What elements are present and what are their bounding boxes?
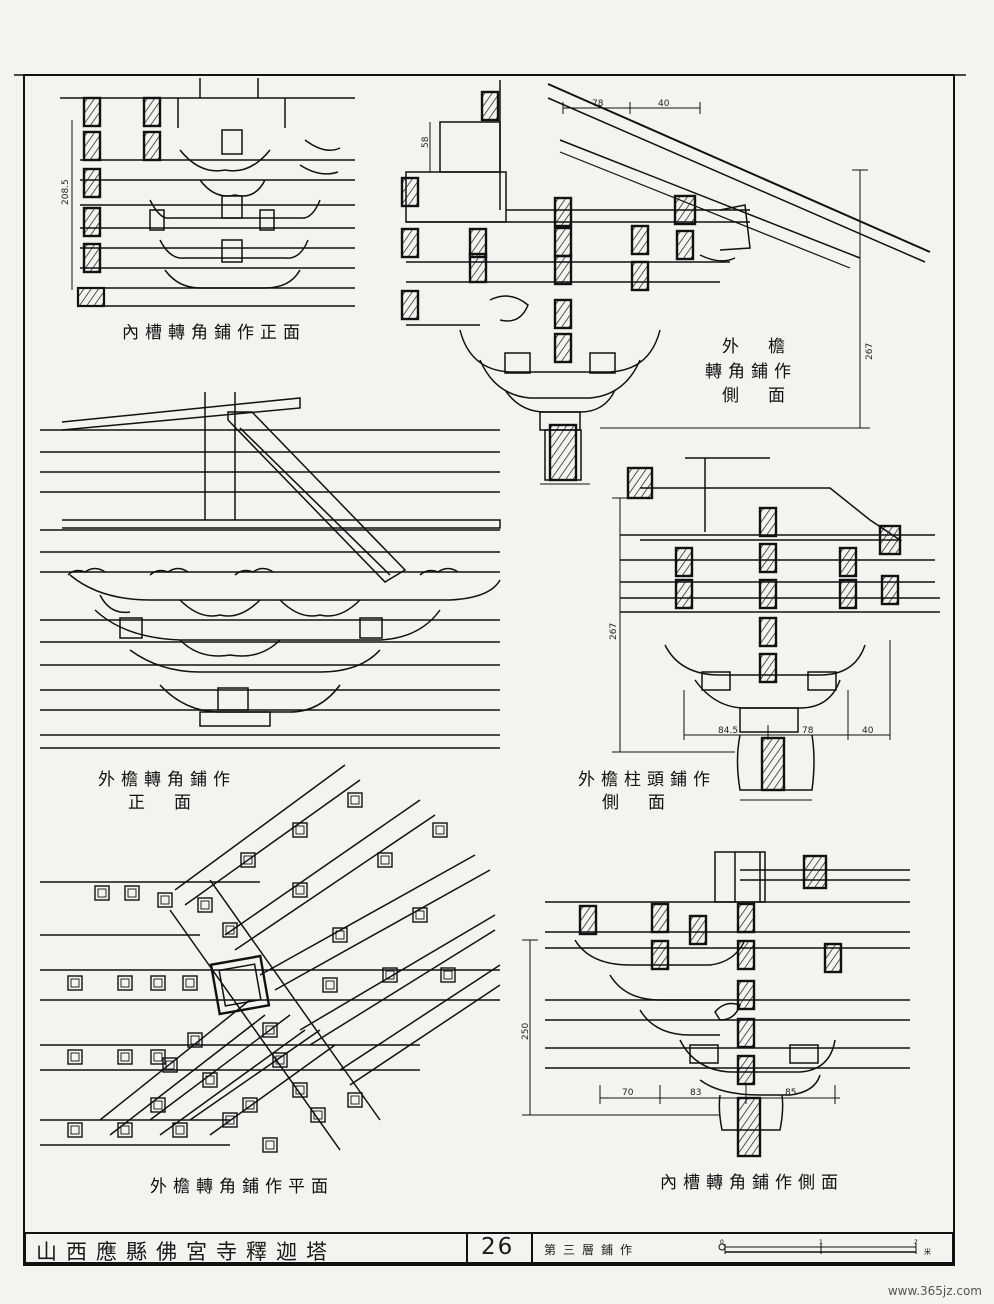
watermark: www.365jz.com — [887, 1284, 982, 1298]
scale-label-0: 0 — [720, 1239, 724, 1246]
caption-outer-corner-side-2: 轉角鋪作 — [705, 362, 797, 382]
caption-outer-corner-plan: 外檐轉角鋪作平面 — [150, 1177, 334, 1197]
dim-58: 58 — [421, 136, 431, 148]
dim-83: 83 — [690, 1088, 701, 1098]
dim-84-5: 84.5 — [718, 726, 738, 736]
sheet-border — [23, 74, 955, 1266]
sheet-title: 山西應縣佛宮寺釋迦塔 — [36, 1240, 336, 1264]
sheet-number: 26 — [481, 1234, 515, 1260]
caption-outer-corner-side-3: 側 面 — [722, 386, 791, 406]
dim-267-a: 267 — [865, 343, 875, 360]
scale-bar: 0 1 2 米 — [718, 1239, 931, 1256]
inner-corner-front-drawing — [60, 78, 355, 308]
caption-outer-corner-side-1: 外 檐 — [722, 337, 791, 357]
dim-70: 70 — [622, 1088, 634, 1098]
caption-outer-column-side-2: 側 面 — [602, 793, 671, 813]
caption-outer-corner-front-2: 正 面 — [128, 793, 197, 813]
dim-85: 85 — [785, 1088, 796, 1098]
dim-208-5: 208.5 — [61, 179, 71, 205]
scale-unit: 米 — [924, 1247, 931, 1256]
dim-40-b: 40 — [862, 726, 874, 736]
dim-267-b: 267 — [609, 623, 619, 640]
dim-78-a: 78 — [592, 99, 604, 109]
caption-inner-corner-side: 內槽轉角鋪作側面 — [660, 1173, 844, 1193]
scale-label-2: 2 — [914, 1239, 918, 1246]
title-divider — [466, 1234, 468, 1262]
title-divider — [531, 1234, 533, 1262]
title-block: 山西應縣佛宮寺釋迦塔 26 第三層鋪作 0 1 2 米 — [24, 1232, 954, 1264]
dim-78-b: 78 — [802, 726, 814, 736]
outer-corner-side-drawing — [400, 80, 931, 485]
inner-corner-side-drawing — [522, 851, 910, 1158]
caption-outer-corner-front-1: 外檐轉角鋪作 — [98, 770, 236, 790]
outer-corner-front-drawing — [40, 392, 501, 749]
dim-250: 250 — [521, 1023, 531, 1040]
caption-inner-corner-front: 內槽轉角鋪作正面 — [122, 323, 306, 343]
dim-40-a: 40 — [658, 99, 670, 109]
caption-outer-column-side-1: 外檐柱頭鋪作 — [578, 770, 716, 790]
outer-corner-plan-drawing — [40, 764, 501, 1153]
outer-column-side-drawing — [612, 457, 940, 801]
sheet-subtitle: 第三層鋪作 — [544, 1243, 640, 1257]
scale-label-1: 1 — [819, 1239, 823, 1246]
